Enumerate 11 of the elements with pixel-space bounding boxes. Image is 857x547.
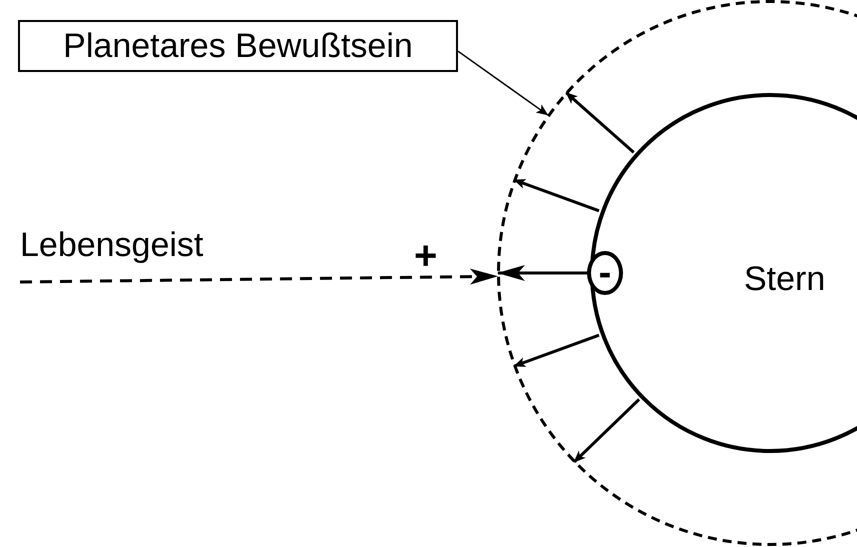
leader-arrow: [458, 50, 548, 116]
radial-arrow: [565, 92, 635, 154]
radial-arrow: [573, 398, 640, 463]
label-box: Planetares Bewußtsein: [18, 20, 458, 72]
plus-sign: +: [414, 236, 438, 276]
flow-label: Lebensgeist: [20, 228, 220, 282]
radial-arrow: [513, 334, 600, 368]
star-label: Stern: [744, 262, 826, 296]
flow-arrow: [20, 268, 498, 285]
radial-arrow: [513, 178, 600, 212]
radial-arrow: [497, 265, 588, 281]
